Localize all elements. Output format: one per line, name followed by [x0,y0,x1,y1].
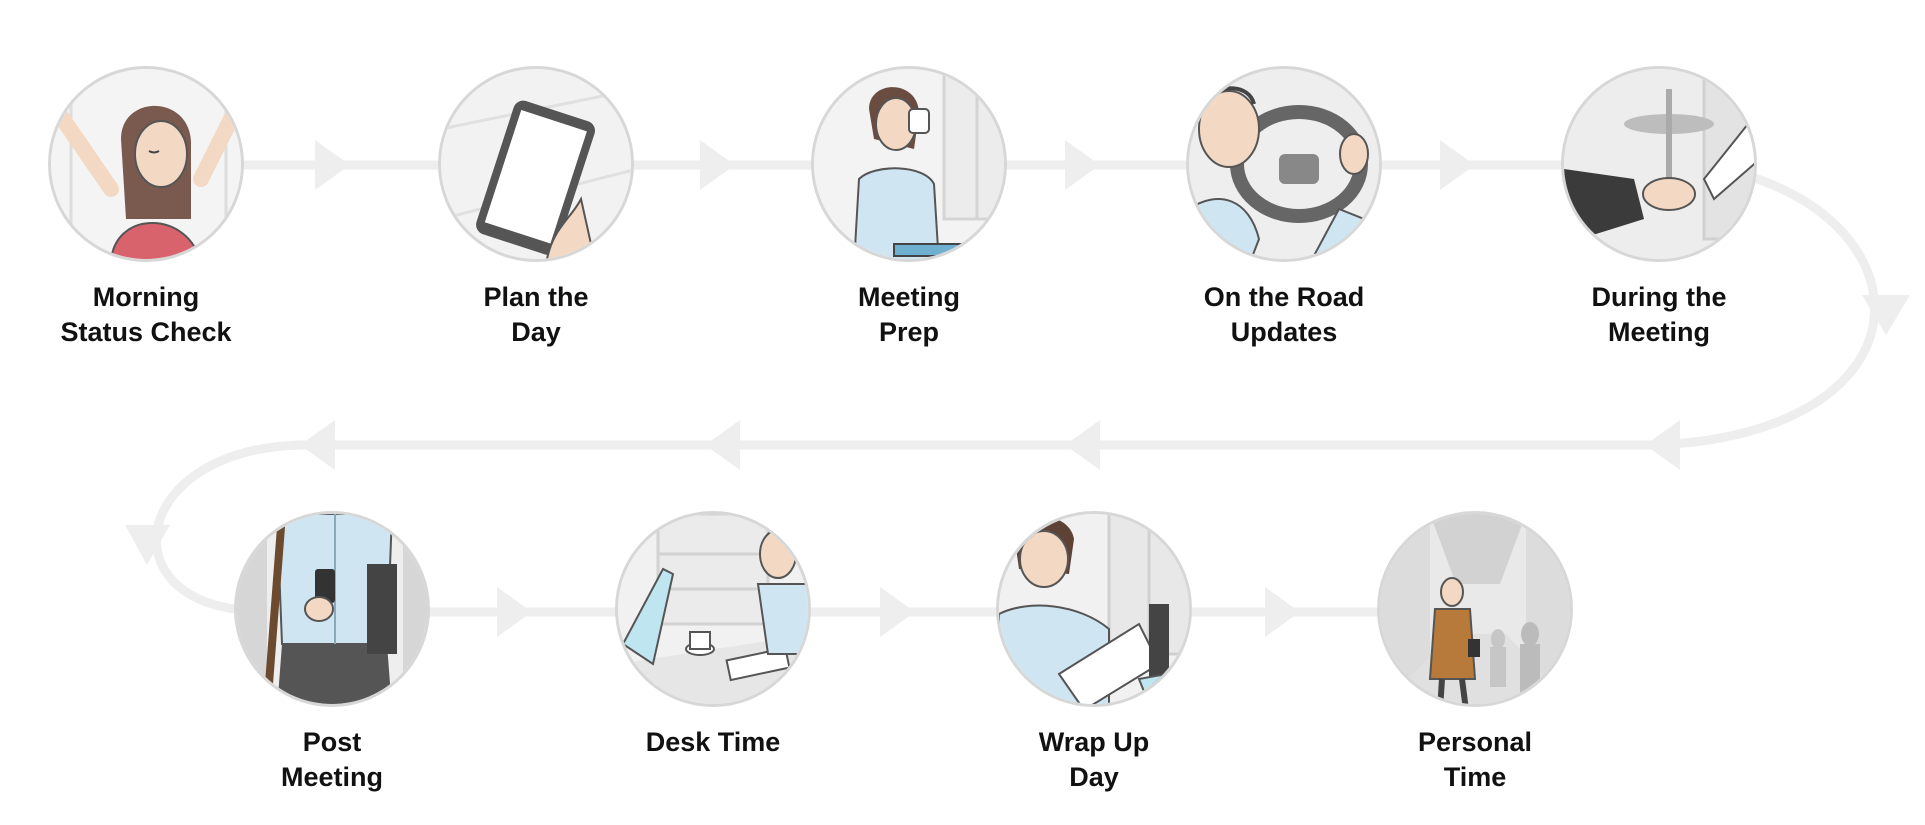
desk-computer-icon [615,511,811,707]
flow-arrowheads [125,140,1910,637]
step-during-the-meeting: During the Meeting [1549,66,1769,350]
reading-paper-icon [996,511,1192,707]
step-desk-time: Desk Time [603,511,823,760]
woman-with-coffee-icon [811,66,1007,262]
right-turn-curve [1655,170,1880,450]
phone-in-hand-icon [234,511,430,707]
arrow-left-icon [705,420,740,470]
arrow-left-icon [1065,420,1100,470]
step-personal-time: Personal Time [1365,511,1585,795]
step-title-line1: On the Road [1203,282,1365,312]
arrow-right-icon [880,587,915,637]
arrow-right-icon [1065,140,1100,190]
step-title-line1: Meeting [857,282,960,312]
step-title-line1: Desk Time [645,727,781,757]
step-post-meeting: Post Meeting [222,511,442,795]
handshake-icon [1561,66,1757,262]
step-meeting-prep: Meeting Prep [799,66,1019,350]
stretching-woman-icon [48,66,244,262]
arrow-right-icon [315,140,350,190]
step-title-line1: Personal [1417,727,1533,757]
step-morning-status-check: Morning Status Check [36,66,256,350]
step-title-line2: Meeting [1607,317,1710,347]
step-title-line2: Prep [878,317,940,347]
step-wrap-up-day: Wrap Up Day [984,511,1204,795]
step-title-line1: Post [302,727,362,757]
step-title-line2: Meeting [280,762,383,792]
arrow-left-icon [300,420,335,470]
arrow-right-icon [700,140,735,190]
step-title-line2: Day [1069,762,1119,792]
arrow-down-icon [125,525,170,565]
step-title-line2: Status Check [60,317,232,347]
step-title-line1: Morning [92,282,200,312]
step-title-line2: Updates [1230,317,1338,347]
step-title-line2: Time [1443,762,1507,792]
tablet-in-hand-icon [438,66,634,262]
arrow-right-icon [1265,587,1300,637]
walking-woman-icon [1377,511,1573,707]
step-title-line1: During the [1591,282,1727,312]
step-title-line1: Plan the [483,282,589,312]
step-on-the-road-updates: On the Road Updates [1174,66,1394,350]
arrow-down-icon [1862,295,1910,335]
steering-wheel-icon [1186,66,1382,262]
step-plan-the-day: Plan the Day [426,66,646,350]
step-title-line1: Wrap Up [1038,727,1150,757]
step-title-line2: Day [511,317,561,347]
arrow-left-icon [1645,420,1680,470]
arrow-right-icon [497,587,532,637]
arrow-right-icon [1440,140,1475,190]
